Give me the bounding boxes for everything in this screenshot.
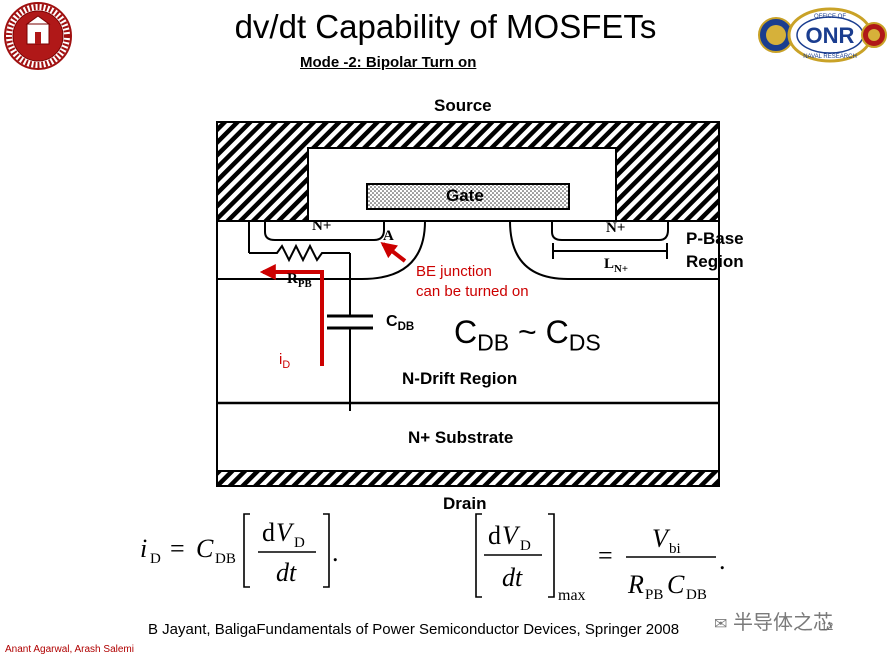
n-plus-left-region: [264, 221, 385, 241]
svg-text:max: max: [558, 587, 586, 604]
office-of-naval-research-logo: ONR OFFICE OF NAVAL RESEARCH: [758, 7, 887, 63]
svg-text:.: .: [332, 538, 339, 567]
svg-text:dt: dt: [502, 563, 523, 592]
p-base-right-junction: [509, 220, 719, 280]
p-base-left-junction: [217, 220, 426, 280]
equation-dvdt-max: d V D dt max = V bi R PB C DB .: [475, 513, 726, 604]
ln-label: LN+: [604, 256, 628, 275]
current-path-arrow: [259, 264, 324, 366]
svg-text:R: R: [627, 570, 644, 599]
equation-id: i D = C DB d V D dt .: [140, 513, 339, 588]
point-a-arrow: [380, 242, 407, 263]
p-base-label-line1: P-Base: [686, 229, 744, 248]
rpb-resistor: [249, 243, 350, 263]
authors-text: Anant Agarwal, Arash Salemi: [5, 644, 134, 655]
svg-text:bi: bi: [669, 541, 681, 557]
be-junction-label-line1: BE junction: [416, 263, 492, 280]
svg-text:DB: DB: [686, 587, 707, 603]
id-label: iD: [279, 351, 291, 371]
svg-text:=: =: [598, 541, 613, 570]
svg-text:=: =: [170, 534, 185, 563]
semiconductor-body: [216, 220, 720, 472]
rpb-label: RPB: [287, 271, 312, 290]
svg-text:.: .: [719, 546, 726, 575]
onr-logo-text: ONR: [806, 23, 855, 48]
slide-subtitle: Mode -2: Bipolar Turn on: [300, 54, 477, 71]
svg-text:d: d: [488, 521, 501, 550]
gate-label: Gate: [446, 186, 484, 205]
svg-text:i: i: [140, 534, 147, 563]
slide-title: dv/dt Capability of MOSFETs: [234, 8, 657, 45]
university-seal-logo: [4, 2, 72, 70]
source-label: Source: [434, 96, 492, 115]
n-plus-right-label: N+: [606, 220, 626, 236]
svg-text:V: V: [502, 521, 521, 550]
n-plus-right-region: [551, 221, 669, 241]
svg-text:C: C: [667, 570, 685, 599]
cdb-label: CDB: [386, 313, 415, 334]
svg-text:D: D: [294, 535, 305, 551]
n-plus-left-label: N+: [312, 218, 332, 234]
onr-ring-top-text: OFFICE OF: [814, 14, 846, 20]
n-plus-substrate-label: N+ Substrate: [408, 428, 514, 447]
svg-text:V: V: [276, 518, 295, 547]
gate-electrode: [366, 183, 570, 210]
n-drift-region-label: N-Drift Region: [402, 369, 518, 388]
svg-text:d: d: [262, 518, 275, 547]
svg-text:PB: PB: [645, 587, 663, 603]
watermark-text: ✉ 半导体之芯: [714, 612, 833, 634]
onr-ring-bottom-text: NAVAL RESEARCH: [803, 54, 857, 60]
page-number: 12: [821, 621, 834, 633]
svg-text:DB: DB: [215, 551, 236, 567]
svg-text:V: V: [652, 524, 671, 553]
citation-text: B Jayant, BaligaFundamentals of Power Se…: [148, 621, 680, 638]
be-junction-label-line2: can be turned on: [416, 283, 529, 300]
svg-text:D: D: [520, 538, 531, 554]
p-base-label-line2: Region: [686, 252, 744, 271]
svg-text:D: D: [150, 551, 161, 567]
drain-metal: [216, 470, 720, 487]
capacitance-relation: CDB ~ CDS: [454, 314, 601, 356]
drain-label: Drain: [443, 494, 487, 513]
wechat-icon: ✉: [714, 616, 728, 633]
point-a-label: A: [383, 228, 394, 244]
svg-text:dt: dt: [276, 558, 297, 587]
svg-text:C: C: [196, 534, 214, 563]
